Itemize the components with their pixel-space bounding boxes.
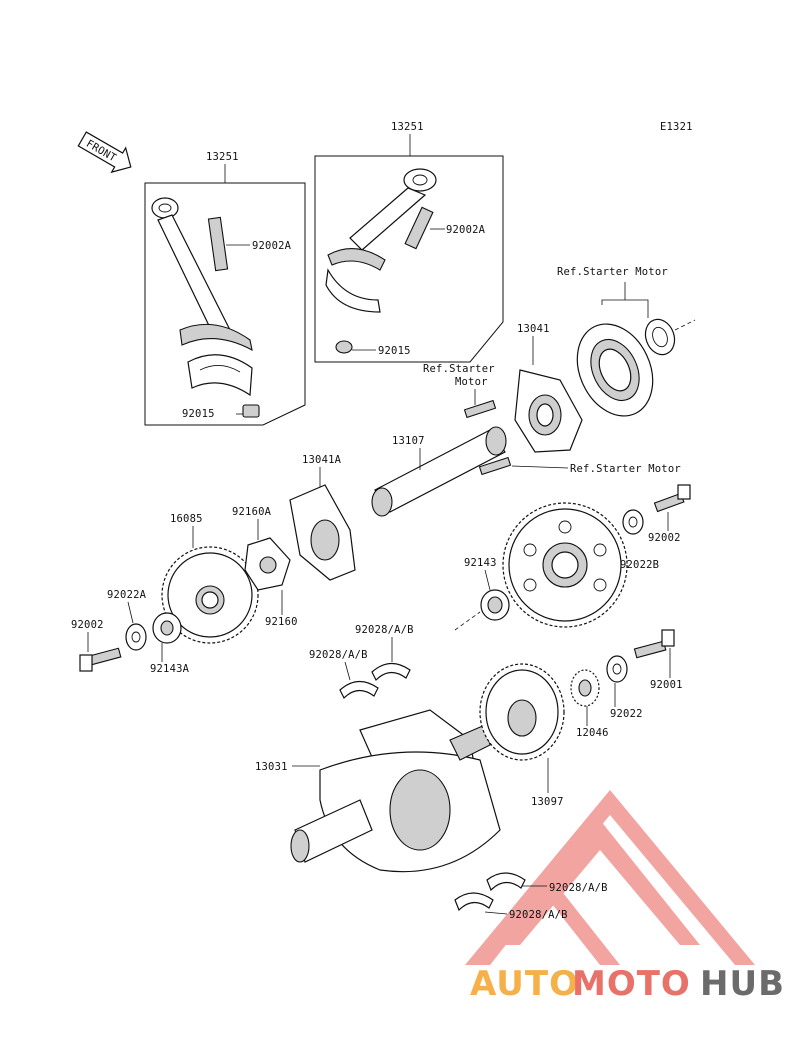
ref-code: E1321 bbox=[660, 121, 693, 133]
label-damper-92160a: 92160A bbox=[232, 506, 272, 518]
clutch-13041 bbox=[514, 369, 583, 453]
label-washer-92022: 92022 bbox=[610, 708, 643, 720]
label-bearing-top-1: 92028/A/B bbox=[355, 624, 414, 636]
washer-92022a bbox=[125, 623, 147, 651]
bearing-upper-pair bbox=[339, 662, 411, 700]
gear-12046 bbox=[570, 669, 600, 707]
label-ref-starter-left-1: Ref.Starter bbox=[423, 363, 495, 375]
conrod-right-box bbox=[314, 155, 504, 363]
label-gear-16085: 16085 bbox=[170, 513, 203, 525]
label-ref-starter-top: Ref.Starter Motor bbox=[557, 266, 668, 278]
starter-bolt-upper bbox=[463, 399, 497, 419]
label-crankshaft: 13031 bbox=[255, 761, 288, 773]
label-bush-92143a: 92143A bbox=[150, 663, 190, 675]
watermark-logo bbox=[465, 790, 755, 965]
watermark-text: AUTO MOTO HUB bbox=[470, 964, 785, 1004]
label-bearing-bottom-2: 92028/A/B bbox=[509, 909, 568, 921]
label-conrod-left: 13251 bbox=[206, 151, 239, 163]
bolt-92002-left bbox=[79, 647, 122, 672]
label-damper-92160: 92160 bbox=[265, 616, 298, 628]
label-washer-92022a: 92022A bbox=[107, 589, 147, 601]
label-gear-12046: 12046 bbox=[576, 727, 609, 739]
label-clutch-13041: 13041 bbox=[517, 323, 550, 335]
label-bolt-left: 92002A bbox=[252, 240, 292, 252]
watermark-auto: AUTO bbox=[470, 964, 579, 1004]
bolt-left bbox=[207, 216, 250, 272]
label-bush-92143: 92143 bbox=[464, 557, 497, 569]
label-bearing-top-2: 92028/A/B bbox=[309, 649, 368, 661]
cover-13041a bbox=[289, 484, 356, 581]
bolt-92002-right bbox=[653, 484, 691, 513]
label-shaft-13107: 13107 bbox=[392, 435, 425, 447]
watermark-hub: HUB bbox=[700, 964, 785, 1004]
conrod-left bbox=[151, 197, 253, 397]
label-nut-right: 92015 bbox=[378, 345, 411, 357]
label-washer-92022b: 92022B bbox=[620, 559, 659, 571]
label-gear-13097: 13097 bbox=[531, 796, 564, 808]
label-ref-starter-right: Ref.Starter Motor bbox=[570, 463, 681, 475]
label-bolt-92002-left: 92002 bbox=[71, 619, 104, 631]
label-conrod-right: 13251 bbox=[391, 121, 424, 133]
shaft-13107 bbox=[371, 426, 507, 517]
bolt-right bbox=[404, 206, 445, 250]
label-bolt-right: 92002A bbox=[446, 224, 486, 236]
front-arrow-icon: FRONT bbox=[77, 131, 132, 174]
washer-92022 bbox=[606, 655, 628, 683]
bearing-lower-pair bbox=[454, 872, 526, 912]
conrod-left-box bbox=[144, 182, 306, 426]
label-bolt-92002-right: 92002 bbox=[648, 532, 681, 544]
gear-16085 bbox=[161, 546, 259, 644]
starter-gear-large bbox=[502, 502, 628, 628]
conrod-right bbox=[325, 168, 437, 313]
label-cover-13041a: 13041A bbox=[302, 454, 342, 466]
bush-92143 bbox=[454, 589, 510, 631]
label-nut-left: 92015 bbox=[182, 408, 215, 420]
damper-92160a bbox=[244, 537, 291, 591]
nut-left bbox=[236, 404, 260, 418]
watermark-moto: MOTO bbox=[572, 964, 691, 1004]
gear-13097 bbox=[479, 663, 565, 761]
crankshaft-13031 bbox=[290, 709, 501, 873]
label-ref-starter-left-2: Motor bbox=[455, 376, 488, 388]
nut-right bbox=[335, 340, 376, 354]
bush-92143a bbox=[152, 612, 182, 644]
starter-washer bbox=[644, 318, 696, 356]
label-bearing-bottom-1: 92028/A/B bbox=[549, 882, 608, 894]
one-way-clutch bbox=[576, 323, 654, 417]
bolt-92001 bbox=[633, 629, 675, 659]
label-bolt-92001: 92001 bbox=[650, 679, 683, 691]
starter-bolt-lower bbox=[478, 456, 512, 476]
washer-92022b bbox=[622, 509, 644, 535]
